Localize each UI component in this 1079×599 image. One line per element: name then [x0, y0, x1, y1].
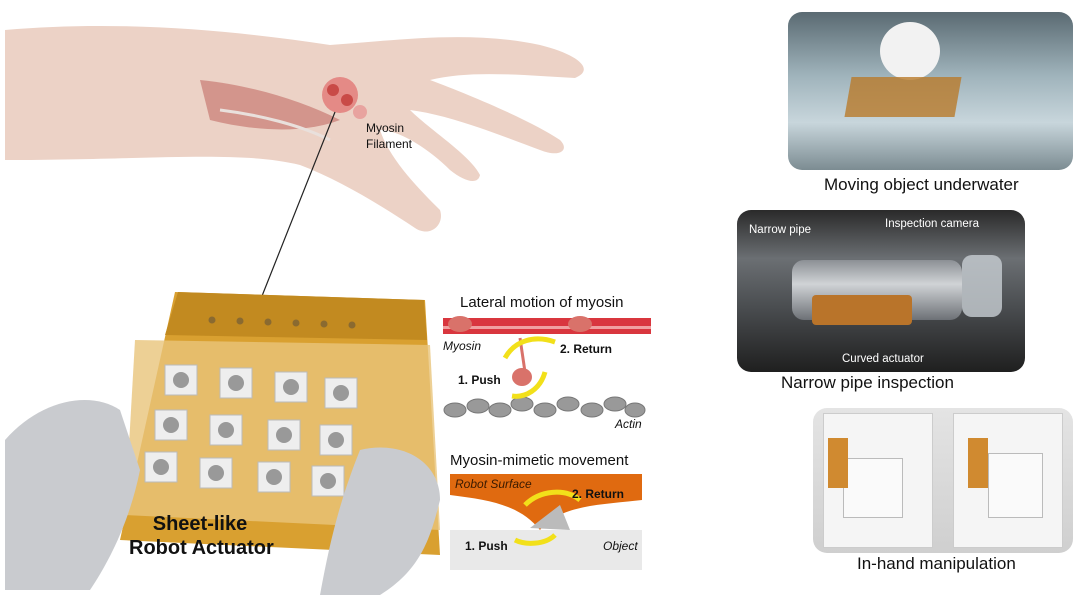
mimetic-movement-title: Myosin-mimetic movement — [450, 452, 629, 469]
object-label: Object — [603, 539, 638, 553]
camera-lens — [962, 255, 1002, 317]
lateral-motion-title: Lateral motion of myosin — [460, 294, 624, 311]
actuator-left — [828, 438, 848, 488]
callout-line — [261, 111, 336, 297]
pipe-caption: Narrow pipe inspection — [781, 373, 954, 392]
return-label: 2. Return — [560, 342, 613, 356]
return-arrow-icon — [502, 336, 556, 360]
myosin-label: Myosin — [443, 339, 482, 353]
pipe-photo: Narrow pipe Inspection camera Curved act… — [737, 210, 1025, 372]
cube-left — [843, 458, 903, 518]
robot-surface-label: Robot Surface — [455, 477, 532, 491]
actuator-right — [968, 438, 988, 488]
left-glove — [5, 400, 140, 590]
actuator-title: Sheet-like Robot Actuator — [129, 512, 274, 560]
right-glove — [320, 447, 440, 595]
push-label: 1. Push — [465, 539, 508, 553]
push-arrow-icon — [511, 371, 548, 399]
curved-actuator — [812, 295, 912, 325]
push-label: 1. Push — [458, 373, 501, 387]
title-line: Robot Actuator — [129, 537, 274, 559]
label-line: Myosin — [366, 121, 405, 135]
inspection-camera-label: Inspection camera — [885, 218, 979, 230]
in-hand-caption: In-hand manipulation — [857, 554, 1016, 573]
mimetic-movement-diagram — [450, 474, 642, 570]
push-arrow-icon — [513, 533, 557, 546]
hand-illustration — [5, 25, 584, 232]
return-label: 2. Return — [572, 487, 625, 501]
actuator-in-water — [844, 77, 962, 117]
title-line: Sheet-like — [152, 513, 248, 535]
underwater-photo — [788, 12, 1073, 170]
return-arrow-icon — [523, 489, 582, 507]
narrow-pipe-label: Narrow pipe — [749, 224, 811, 236]
label-line: Filament — [366, 137, 413, 151]
curved-actuator-label: Curved actuator — [842, 353, 924, 365]
in-hand-photo — [813, 408, 1073, 553]
actin-label: Actin — [615, 417, 642, 431]
lateral-motion-diagram — [443, 316, 651, 418]
myosin-filament-icon — [322, 77, 358, 113]
golf-ball — [880, 22, 940, 80]
cube-right — [988, 453, 1043, 518]
underwater-caption: Moving object underwater — [824, 175, 1019, 194]
myosin-filament-label: Myosin Filament — [366, 120, 412, 152]
